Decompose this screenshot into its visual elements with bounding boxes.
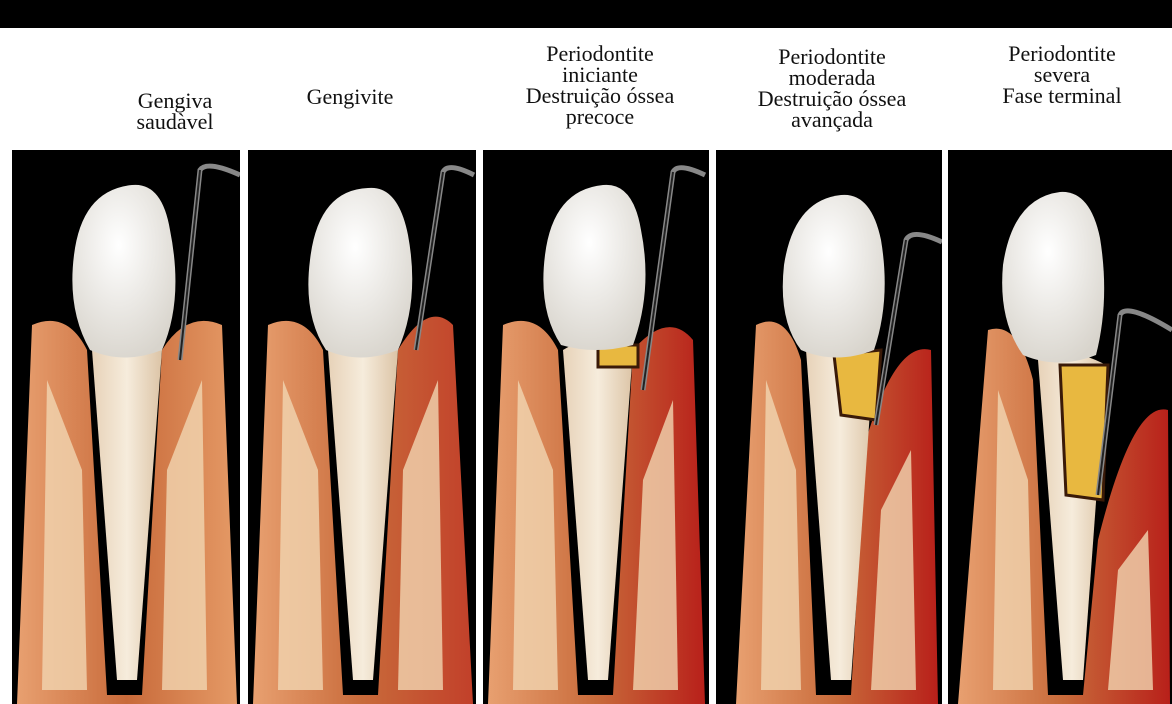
stage-label-row: Gengiva saudàvel Gengivite Periodontite … (0, 28, 1172, 150)
panel-healthy (12, 150, 240, 704)
panel-gingivitis (248, 150, 476, 704)
moderate-periodontitis-tooth-illustration (716, 150, 942, 704)
label-gingivitis: Gengivite (260, 86, 440, 107)
panel-early-periodontitis (483, 150, 709, 704)
label-early-periodontitis: Periodontite iniciante Destruição óssea … (495, 43, 705, 127)
top-black-bar (0, 0, 1172, 28)
severe-periodontitis-tooth-illustration (948, 150, 1172, 704)
early-periodontitis-tooth-illustration (483, 150, 709, 704)
healthy-tooth-illustration (12, 150, 240, 704)
label-severe-periodontitis: Periodontite severa Fase terminal (962, 43, 1162, 106)
label-healthy-gum: Gengiva saudàvel (85, 90, 265, 132)
panel-moderate-periodontitis (716, 150, 942, 704)
label-moderate-periodontitis: Periodontite moderada Destruição óssea a… (722, 46, 942, 130)
gingivitis-tooth-illustration (248, 150, 476, 704)
panel-severe-periodontitis (948, 150, 1172, 704)
